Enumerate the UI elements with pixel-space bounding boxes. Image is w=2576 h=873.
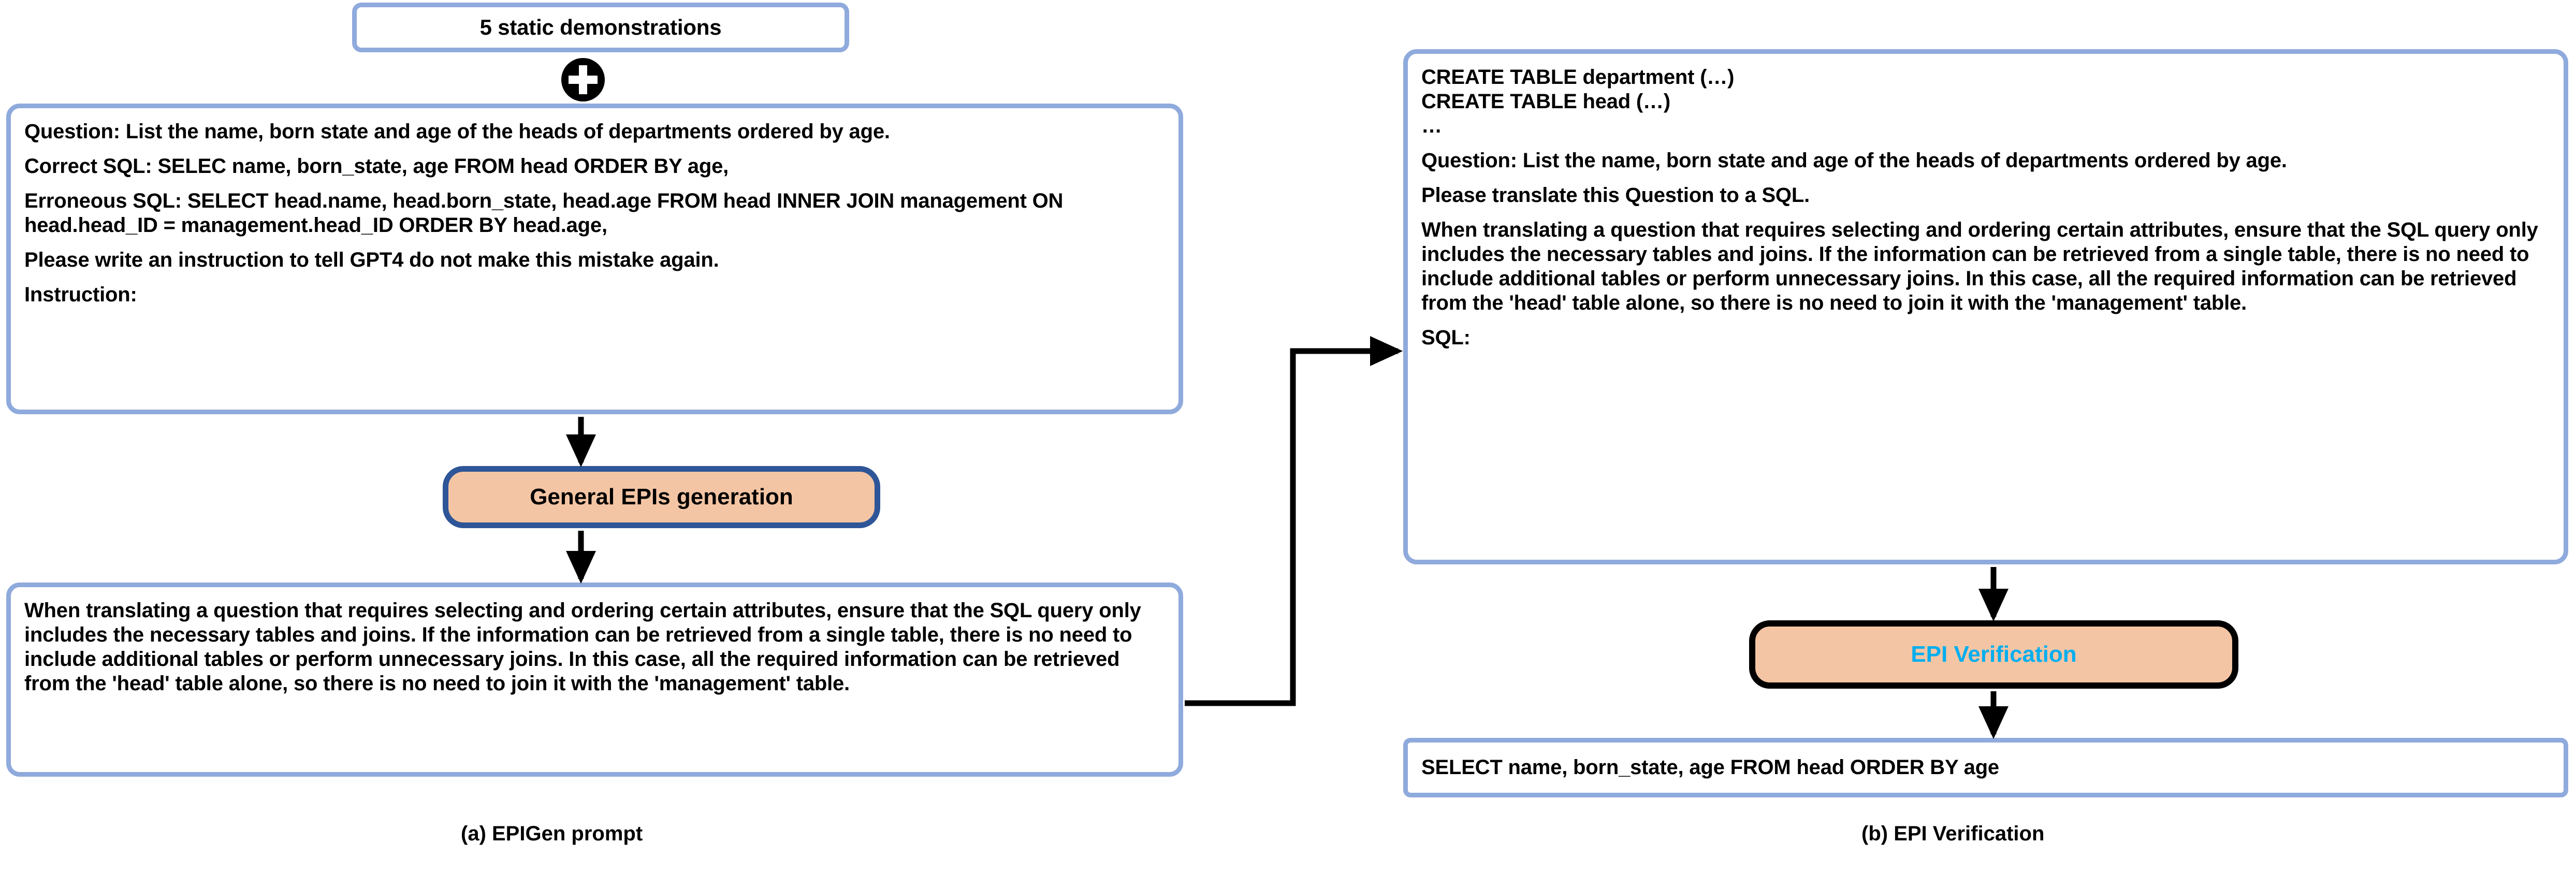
prompt-line-question: Question: List the name, born state and … [24,120,890,143]
epi-verification-result-box: SELECT name, born_state, age FROM head O… [1403,738,2568,797]
epi-verification-node[interactable]: EPI Verification [1749,620,2238,689]
caption-panel-a: (a) EPIGen prompt [461,822,643,845]
caption-panel-b: (b) EPI Verification [1861,822,2045,845]
epi-verification-label: EPI Verification [1911,642,2077,667]
prompt-line-erroneous-sql: Erroneous SQL: SELECT head.name, head.bo… [24,190,1069,237]
prompt-line-instruction-label: Instruction: [24,283,137,306]
prompt-line-request: Please write an instruction to tell GPT4… [24,249,719,271]
epigen-output-box: When translating a question that require… [6,583,1183,777]
prompt-line-correct-sql: Correct SQL: SELEC name, born_state, age… [24,155,729,178]
verif-prompt-translate-request: Please translate this Question to a SQL. [1421,184,1810,207]
plus-circle-icon [560,57,606,103]
result-sql-text: SELECT name, born_state, age FROM head O… [1421,756,1999,779]
verif-prompt-question: Question: List the name, born state and … [1421,149,2287,172]
arrow-output-to-verification-prompt [1185,336,1403,706]
epigen-output-text: When translating a question that require… [24,599,1147,695]
verif-prompt-sql-label: SQL: [1421,326,1471,349]
verif-prompt-epi-instruction: When translating a question that require… [1421,219,2544,314]
schema-line-head: CREATE TABLE head (…) [1421,90,1670,113]
schema-line-department: CREATE TABLE department (…) [1421,66,1735,89]
schema-line-ellipsis: … [1421,114,1442,137]
general-epis-generation-node[interactable]: General EPIs generation [443,466,880,528]
static-demonstrations-label: 5 static demonstrations [479,15,722,39]
static-demonstrations-box: 5 static demonstrations [352,3,849,52]
epigen-prompt-box: Question: List the name, born state and … [6,104,1183,414]
general-epis-generation-label: General EPIs generation [530,484,793,510]
epi-verification-prompt-box: CREATE TABLE department (…) CREATE TABLE… [1403,49,2568,564]
